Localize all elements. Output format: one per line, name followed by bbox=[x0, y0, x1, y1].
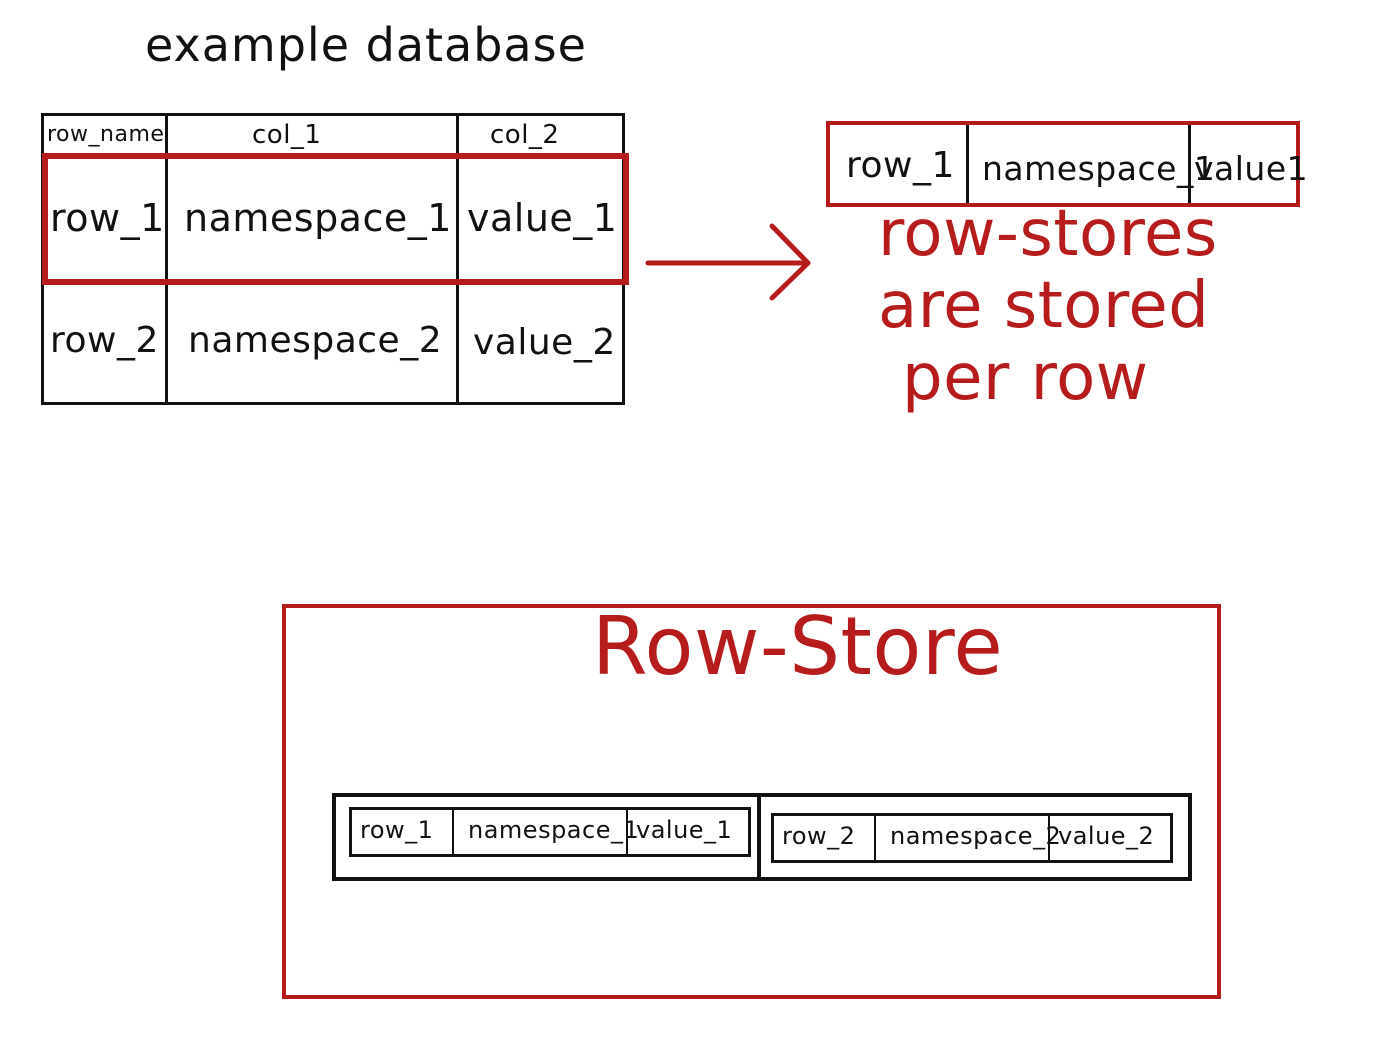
record-1-value: value_1 bbox=[636, 816, 733, 844]
table-border-bottom bbox=[41, 402, 624, 405]
caption-line-2: are stored bbox=[878, 269, 1210, 343]
record-2-row: row_2 bbox=[782, 822, 856, 850]
row-store-title: Row-Store bbox=[592, 600, 1004, 693]
row-store-caption: row-stores are stored per row bbox=[878, 198, 1218, 414]
cell-row1-name: row_1 bbox=[50, 196, 165, 240]
row-store-record-1: row_1 namespace_1 value_1 bbox=[349, 807, 751, 857]
cell-row1-col1: namespace_1 bbox=[184, 196, 452, 240]
record-2-namespace: namespace_2 bbox=[890, 822, 1062, 850]
row-store-panel bbox=[282, 604, 1221, 999]
row1-highlight bbox=[42, 153, 629, 285]
caption-line-3: per row bbox=[902, 341, 1149, 415]
cell-row2-col2: value_2 bbox=[473, 322, 616, 363]
table-border-top bbox=[41, 113, 624, 116]
row-store-strip bbox=[332, 793, 1192, 881]
cell-row2-name: row_2 bbox=[50, 320, 159, 361]
record-1-namespace: namespace_1 bbox=[468, 816, 640, 844]
stored-row-cell-3: value1 bbox=[1194, 149, 1309, 188]
stored-row-divider-2 bbox=[1188, 125, 1191, 203]
row-store-strip-divider bbox=[757, 793, 761, 881]
row-store-record-2: row_2 namespace_2 value_2 bbox=[771, 813, 1173, 863]
cell-row2-col1: namespace_2 bbox=[188, 320, 443, 361]
record-2-value: value_2 bbox=[1058, 822, 1155, 850]
caption-line-1: row-stores bbox=[878, 197, 1218, 271]
header-row-name: row_name bbox=[47, 122, 165, 147]
stored-row-cell-2: namespace_1 bbox=[982, 149, 1216, 188]
stored-row-divider-1 bbox=[966, 125, 969, 203]
record-1-row: row_1 bbox=[360, 816, 434, 844]
table-col-divider-2 bbox=[456, 113, 459, 405]
table-col-divider-1 bbox=[165, 113, 168, 405]
record-1-divider-2 bbox=[626, 810, 628, 854]
stored-row-cell-1: row_1 bbox=[846, 145, 955, 186]
record-2-divider-1 bbox=[874, 816, 876, 860]
arrow-right-icon bbox=[645, 223, 811, 301]
header-col-1: col_1 bbox=[252, 120, 322, 150]
stored-row-strip: row_1 namespace_1 value1 bbox=[826, 121, 1308, 207]
record-2-divider-2 bbox=[1048, 816, 1050, 860]
diagram-title: example database bbox=[145, 18, 587, 72]
header-col-2: col_2 bbox=[490, 120, 560, 150]
cell-row1-col2: value_1 bbox=[467, 196, 618, 240]
record-1-divider-1 bbox=[452, 810, 454, 854]
